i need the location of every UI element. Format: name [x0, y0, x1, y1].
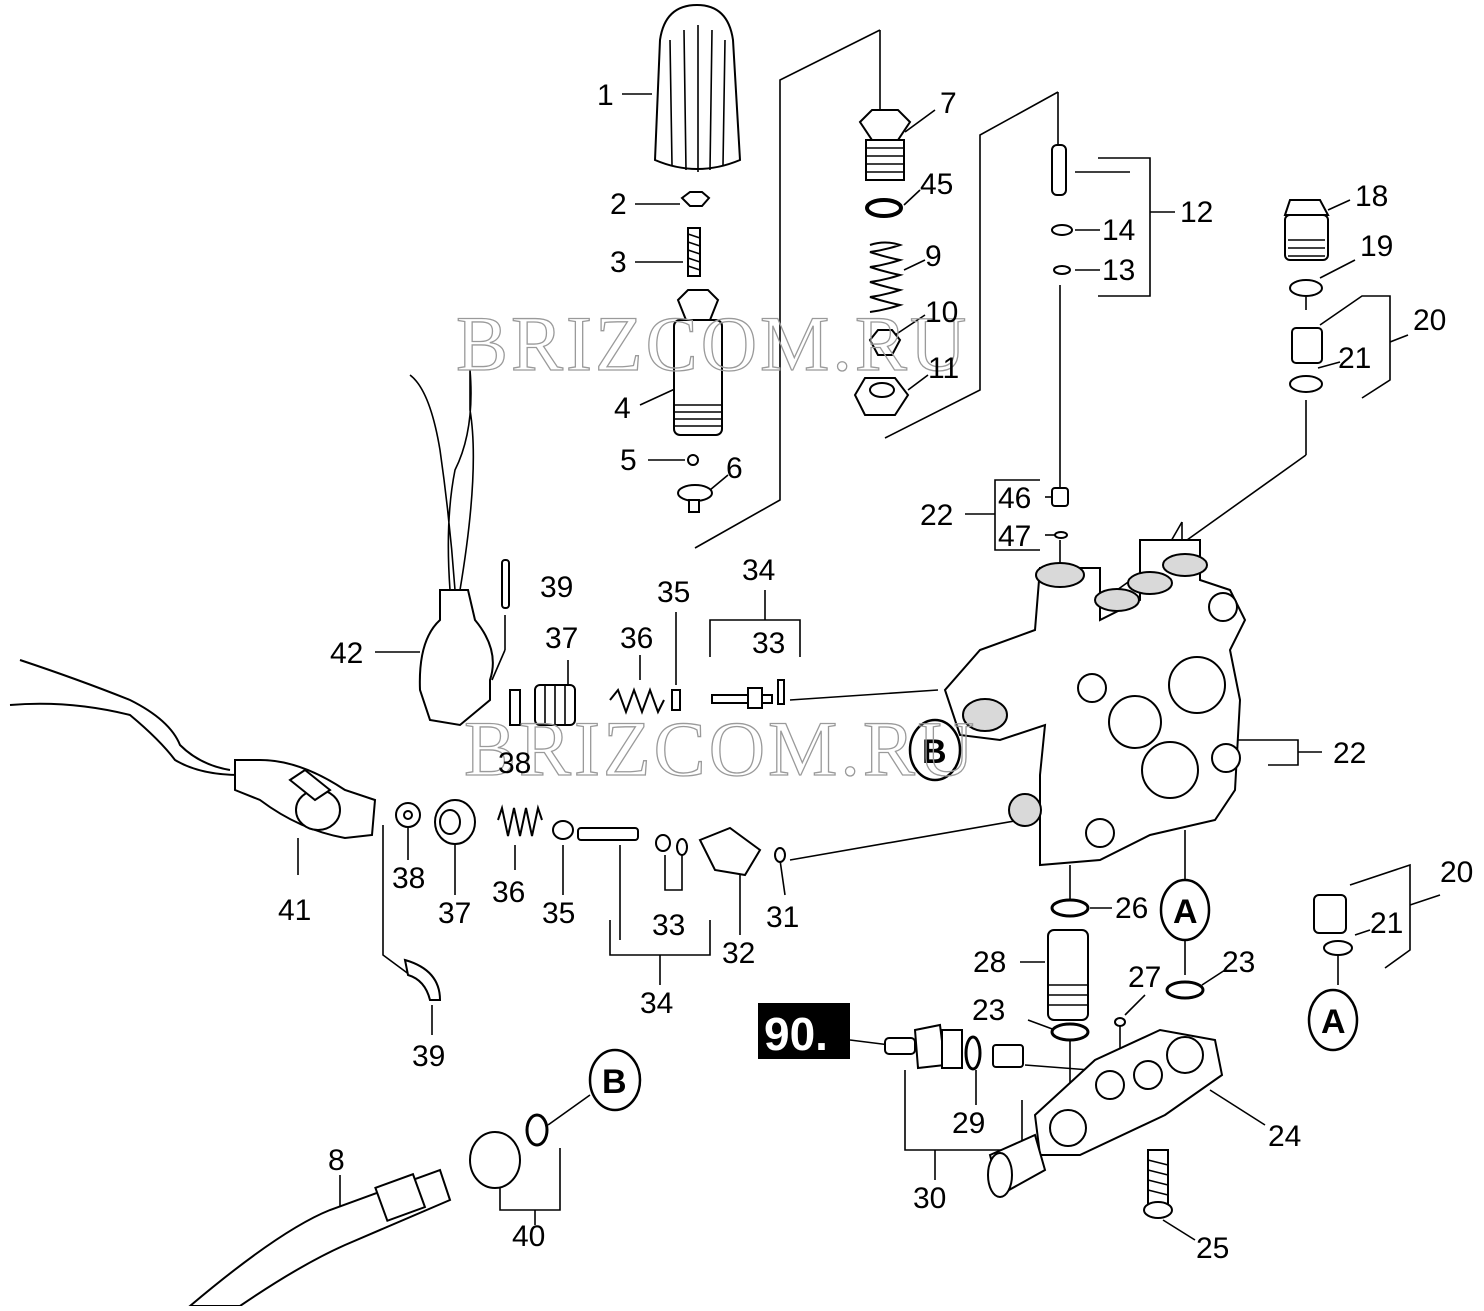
sensor-wires — [409, 369, 475, 591]
nut — [680, 191, 711, 207]
check-valve — [1291, 327, 1323, 364]
label-part-47: 47 — [998, 520, 1031, 553]
label-part-10: 10 — [925, 296, 958, 329]
ref-A-label-1: A — [1173, 893, 1198, 931]
label-part-34-top: 34 — [742, 554, 775, 587]
unloader-valve — [1047, 929, 1089, 1021]
label-part-45: 45 — [920, 168, 953, 201]
label-part-30: 30 — [913, 1182, 946, 1215]
watermark-top: BRIZCOM.RU — [456, 300, 969, 387]
ref-B-label-2: B — [602, 1063, 627, 1101]
label-part-13: 13 — [1102, 254, 1135, 287]
ref-B-circle-2 — [588, 1048, 642, 1112]
label-part-41: 41 — [278, 894, 311, 927]
label-part-33-bottom: 33 — [652, 909, 685, 942]
label-part-25: 25 — [1196, 1232, 1229, 1265]
label-part-26: 26 — [1115, 892, 1148, 925]
ref-A-label-2: A — [1321, 1003, 1346, 1041]
label-part-21-bottom: 21 — [1370, 907, 1403, 940]
label-part-21-top: 21 — [1338, 342, 1371, 375]
label-part-38-top: 38 — [498, 747, 531, 780]
label-part-28: 28 — [973, 946, 1006, 979]
label-part-39-top: 39 — [540, 571, 573, 604]
o-ring — [865, 198, 903, 218]
part-illustrations — [9, 3, 1359, 1307]
label-part-6: 6 — [726, 452, 743, 485]
label-part-36-top: 36 — [620, 622, 653, 655]
label-part-22-left: 22 — [920, 499, 953, 532]
label-part-9: 9 — [925, 240, 942, 273]
label-part-29: 29 — [952, 1107, 985, 1140]
label-part-8: 8 — [328, 1144, 345, 1177]
label-part-46: 46 — [998, 482, 1031, 515]
label-part-4: 4 — [614, 392, 631, 425]
reference-letters: B B A A — [602, 733, 1346, 1101]
fitting — [858, 109, 912, 141]
label-part-39-bottom: 39 — [412, 1040, 445, 1073]
label-part-38-bottom: 38 — [392, 862, 425, 895]
label-part-14: 14 — [1102, 214, 1135, 247]
pressure-switch — [418, 589, 494, 727]
badge-background — [758, 1003, 850, 1059]
label-part-36-bottom: 36 — [492, 876, 525, 909]
label-part-2: 2 — [610, 188, 627, 221]
label-part-1: 1 — [597, 79, 614, 112]
label-part-37-top: 37 — [545, 622, 578, 655]
label-part-24: 24 — [1268, 1120, 1301, 1153]
ref-B-label-1: B — [922, 733, 947, 771]
valve-seat — [677, 484, 713, 502]
label-part-3: 3 — [610, 246, 627, 279]
plug — [1283, 199, 1330, 216]
pump-manifold — [943, 539, 1247, 867]
ref-B-circle-1 — [908, 718, 962, 782]
label-part-35-bottom: 35 — [542, 897, 575, 930]
label-part-33-top: 33 — [752, 627, 785, 660]
label-part-34-bottom: 34 — [640, 987, 673, 1020]
piston — [868, 329, 902, 356]
label-part-40: 40 — [512, 1220, 545, 1253]
label-part-35-top: 35 — [657, 576, 690, 609]
valve-stem — [1051, 144, 1067, 196]
label-part-7: 7 — [940, 87, 957, 120]
hose-wires — [9, 659, 241, 776]
spring — [869, 241, 904, 313]
badge-90: 90. — [764, 1008, 828, 1060]
label-part-20-bottom: 20 — [1440, 856, 1473, 889]
label-part-11: 11 — [928, 352, 959, 385]
outlet-block — [987, 1028, 1224, 1198]
label-part-32: 32 — [722, 937, 755, 970]
injector-nozzle — [884, 1037, 916, 1055]
label-part-37-bottom: 37 — [438, 897, 471, 930]
nozzle-fitting — [698, 826, 762, 877]
label-part-27: 27 — [1128, 961, 1161, 994]
ball — [687, 454, 699, 466]
ref-A-circle-1 — [1159, 878, 1211, 942]
label-part-20-top: 20 — [1413, 304, 1446, 337]
label-part-22-right: 22 — [1333, 737, 1366, 770]
ref-A-circle-2 — [1307, 988, 1359, 1052]
watermark-middle: BRIZCOM.RU — [464, 705, 977, 792]
bolt — [1147, 1149, 1169, 1206]
label-part-19: 19 — [1360, 230, 1393, 263]
label-part-23-left: 23 — [972, 994, 1005, 1027]
label-part-23-right: 23 — [1222, 946, 1255, 979]
label-part-31: 31 — [766, 901, 799, 934]
label-part-42: 42 — [330, 637, 363, 670]
label-part-5: 5 — [620, 444, 637, 477]
label-part-12: 12 — [1180, 196, 1213, 229]
label-part-18: 18 — [1355, 180, 1388, 213]
coupler — [469, 1131, 521, 1189]
part-number-labels: 1 2 3 4 5 6 7 45 9 10 11 12 14 13 18 19 … — [278, 79, 1473, 1265]
